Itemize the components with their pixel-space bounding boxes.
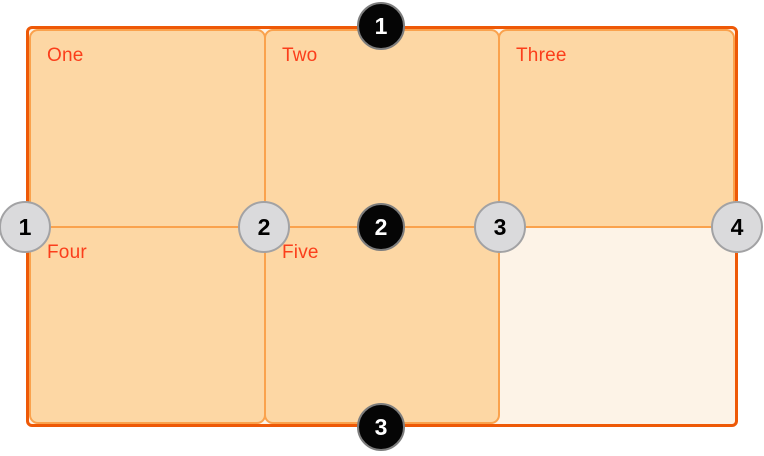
- grid-cell-one: One: [29, 29, 266, 228]
- grid-cell-two: Two: [264, 29, 500, 228]
- column-line-marker-1: 1: [0, 201, 51, 253]
- column-line-marker-3: 3: [474, 201, 526, 253]
- column-line-marker-2: 2: [238, 201, 290, 253]
- row-line-marker-3: 3: [357, 403, 405, 451]
- row-line-marker-2: 2: [357, 203, 405, 251]
- row-line-marker-1: 1: [357, 2, 405, 50]
- grid-cell-four: Four: [29, 226, 266, 424]
- column-line-marker-4: 4: [711, 201, 763, 253]
- grid-cell-three: Three: [498, 29, 735, 228]
- grid-cell-five: Five: [264, 226, 500, 424]
- grid-container: One Two Three Four Five: [26, 26, 738, 427]
